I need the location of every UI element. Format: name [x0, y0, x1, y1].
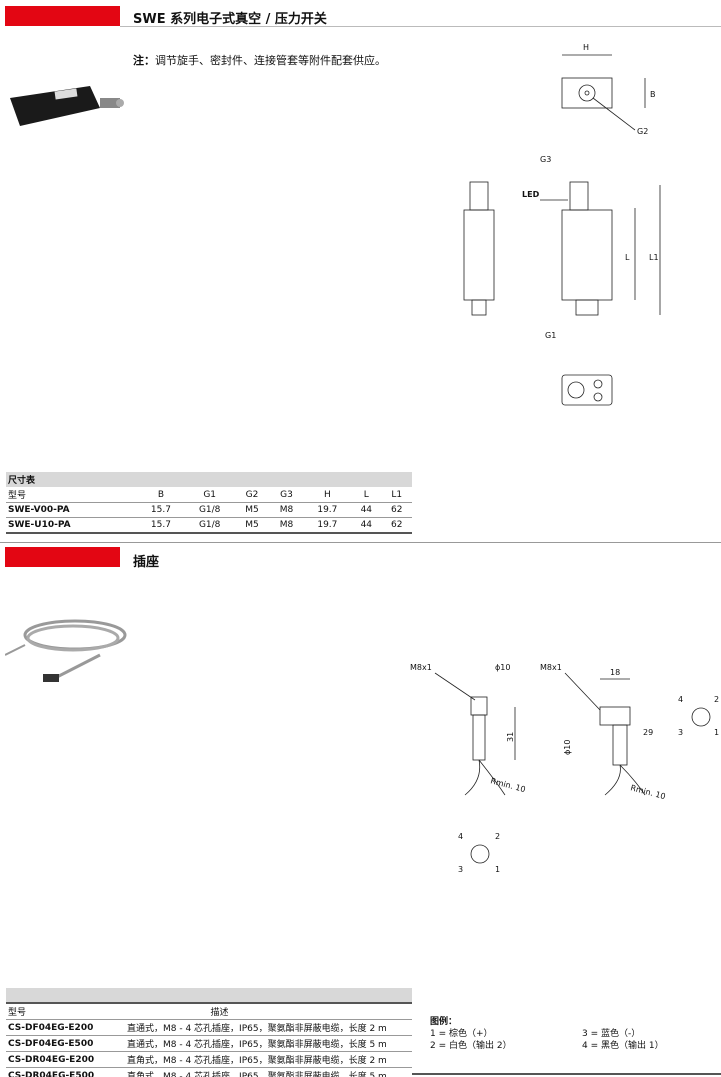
cell: 62 [381, 502, 412, 518]
divider [120, 26, 721, 27]
label-m8: M8x1 [410, 663, 432, 672]
label-18: 18 [610, 668, 620, 677]
label-l1: L1 [649, 253, 659, 262]
pin-2: 2 [714, 695, 719, 704]
pin-1: 1 [714, 728, 719, 737]
note-label: 注： [133, 54, 155, 67]
cell: M8 [269, 502, 304, 518]
col-header: L1 [381, 487, 412, 503]
col-header: G3 [269, 487, 304, 503]
cell: 62 [381, 517, 412, 534]
pin-1: 1 [495, 865, 500, 874]
pin-2: 2 [495, 832, 500, 841]
label-h: H [583, 43, 589, 52]
cell: 44 [351, 502, 382, 518]
cell: 19.7 [303, 502, 352, 518]
col-header: 型号 [6, 1003, 125, 1020]
cell: CS-DF04EG-E200 [6, 1019, 125, 1036]
pin-3: 3 [678, 728, 683, 737]
socket-dimension-drawing: M8x1 ϕ10 31 Rmin. 10 M8x1 18 29 ϕ10 Rmin… [410, 663, 719, 874]
cell: CS-DF04EG-E500 [6, 1035, 125, 1052]
divider [0, 542, 721, 543]
cell: SWE-V00-PA [6, 502, 138, 518]
cell: G1/8 [184, 517, 235, 534]
label-29: 29 [643, 728, 653, 737]
pin-4: 4 [458, 832, 463, 841]
label-led: LED [522, 190, 540, 199]
table-caption: 尺寸表 [6, 472, 412, 487]
col-header: G1 [184, 487, 235, 503]
section-title: SWE 系列电子式真空 / 压力开关 [133, 12, 327, 27]
legend-item: 1 = 棕色（+） [430, 1029, 493, 1039]
section-marker [5, 547, 120, 567]
legend-item: 4 = 黑色（输出 1） [582, 1041, 664, 1051]
divider [412, 1073, 721, 1075]
cell: CS-DR04EG-E500 [6, 1067, 125, 1077]
label-rmin-2: Rmin. 10 [629, 783, 666, 801]
cell: G1/8 [184, 502, 235, 518]
col-header: B [137, 487, 185, 503]
cell: 15.7 [137, 517, 185, 534]
cell: M5 [234, 502, 270, 518]
col-header: G2 [234, 487, 270, 503]
label-d10-2: ϕ10 [563, 740, 572, 755]
label-d10: ϕ10 [495, 663, 510, 672]
cell: SWE-U10-PA [6, 517, 138, 534]
switch-dimension-drawing: H B G2 G3 LED L L1 G1 [463, 43, 661, 406]
section-marker [5, 6, 120, 26]
cell: 直通式，M8 - 4 芯孔插座，IP65，聚氨酯非屏蔽电缆，长度 2 m [125, 1019, 412, 1036]
pin-3: 3 [458, 865, 463, 874]
col-header: H [303, 487, 352, 503]
label-l: L [625, 253, 630, 262]
label-g1: G1 [545, 331, 556, 340]
cell: 直角式，M8 - 4 芯孔插座，IP65，聚氨酯非屏蔽电缆，长度 5 m [125, 1067, 412, 1077]
section-title: 插座 [133, 555, 160, 570]
note-text: 调节旋手、密封件、连接管套等附件配套供应。 [155, 54, 386, 67]
legend-item: 3 = 蓝色（-） [582, 1029, 641, 1039]
cell: 15.7 [137, 502, 185, 518]
label-m8: M8x1 [540, 663, 562, 672]
cell: 44 [351, 517, 382, 534]
cell: 直角式，M8 - 4 芯孔插座，IP65，聚氨酯非屏蔽电缆，长度 2 m [125, 1051, 412, 1068]
label-g2: G2 [637, 127, 648, 136]
label-rmin-1: Rmin. 10 [489, 776, 526, 794]
legend-item: 2 = 白色（输出 2） [430, 1041, 512, 1051]
cable-product-photo [5, 619, 127, 682]
cell: M5 [234, 517, 270, 534]
legend-title: 图例： [430, 1017, 458, 1027]
col-header: L [351, 487, 382, 503]
cell: M8 [269, 517, 304, 534]
label-b: B [650, 90, 656, 99]
legend: 图例： 1 = 棕色（+） 2 = 白色（输出 2） 3 = 蓝色（-） 4 =… [430, 1016, 664, 1052]
cell: CS-DR04EG-E200 [6, 1051, 125, 1068]
cell: 19.7 [303, 517, 352, 534]
label-31: 31 [506, 732, 515, 742]
cell: 直通式，M8 - 4 芯孔插座，IP65，聚氨酯非屏蔽电缆，长度 5 m [125, 1035, 412, 1052]
pin-4: 4 [678, 695, 683, 704]
col-header: 型号 [6, 487, 138, 503]
note: 注：调节旋手、密封件、连接管套等附件配套供应。 [133, 52, 386, 68]
switch-product-photo [10, 86, 124, 126]
label-g3: G3 [540, 155, 551, 164]
col-header: 描述 [125, 1003, 412, 1020]
